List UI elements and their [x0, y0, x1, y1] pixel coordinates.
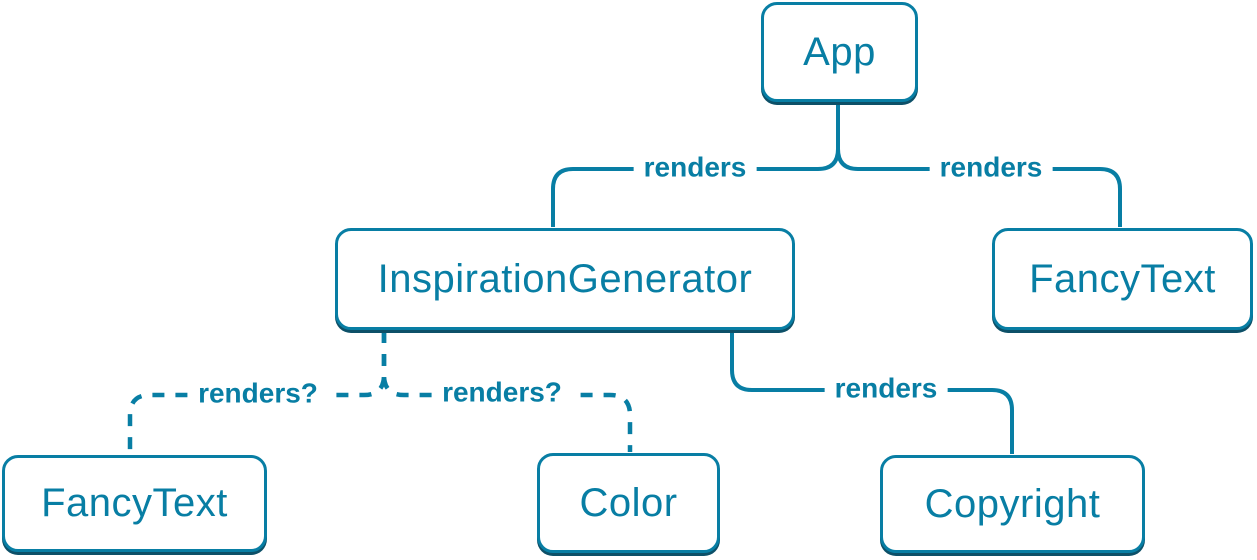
node-copyright-label: Copyright [924, 481, 1101, 526]
node-inspiration-generator-label: InspirationGenerator [377, 256, 753, 301]
node-fancy-text-bottom: FancyText [2, 455, 267, 552]
node-app: App [761, 2, 918, 102]
edge-label-renders-conditional-color: renders? [432, 377, 572, 409]
edge-inspirationgenerator-to-color-conditional [381, 331, 633, 452]
edge-label-renders-inspirationgenerator-copyright: renders [824, 373, 948, 405]
node-color: Color [537, 453, 720, 553]
node-fancy-text-bottom-label: FancyText [41, 481, 228, 525]
node-color-label: Color [579, 480, 678, 525]
node-fancy-text-top: FancyText [992, 228, 1253, 330]
edge-label-renders-app-fancytext: renders [929, 152, 1053, 184]
node-copyright: Copyright [880, 455, 1145, 553]
node-fancy-text-top-label: FancyText [1029, 256, 1216, 301]
node-inspiration-generator: InspirationGenerator [335, 228, 795, 330]
edge-label-renders-conditional-fancytext: renders? [188, 378, 328, 410]
node-app-label: App [803, 29, 876, 74]
edge-label-renders-app-inspirationgenerator: renders [633, 152, 757, 184]
